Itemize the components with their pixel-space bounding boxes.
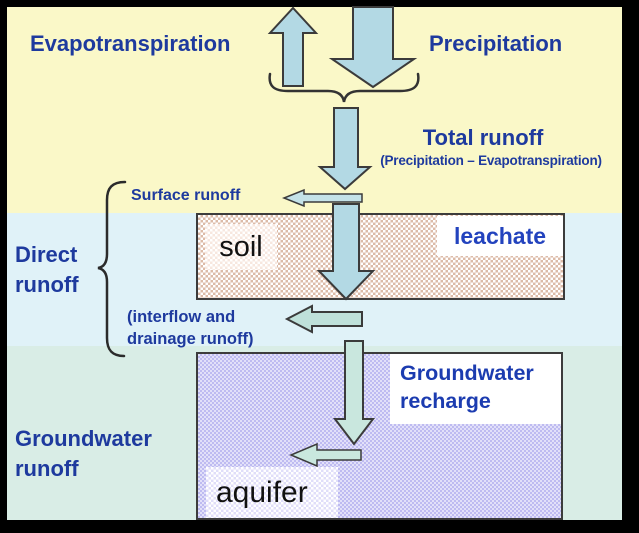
groundwater-runoff-label: Groundwater runoff	[15, 426, 152, 481]
aquifer-label: aquifer	[206, 467, 338, 518]
soil-label: soil	[205, 224, 277, 270]
total-runoff-formula-label: (Precipitation – Evapotranspiration)	[380, 153, 602, 168]
groundwater-recharge-label: Groundwater recharge	[390, 354, 561, 424]
precipitation-label: Precipitation	[429, 31, 563, 56]
surface-runoff-label: Surface runoff	[131, 187, 241, 204]
interflow-label: (interflow and drainage runoff)	[127, 308, 254, 348]
total-runoff-label: Total runoff	[422, 125, 544, 150]
aquifer-box: Groundwater recharge aquifer	[196, 352, 563, 520]
direct-runoff-label: Direct runoff	[15, 242, 79, 297]
soil-box: soil leachate	[196, 213, 565, 300]
leachate-label: leachate	[437, 216, 563, 256]
evapotranspiration-label: Evapotranspiration	[30, 31, 231, 56]
